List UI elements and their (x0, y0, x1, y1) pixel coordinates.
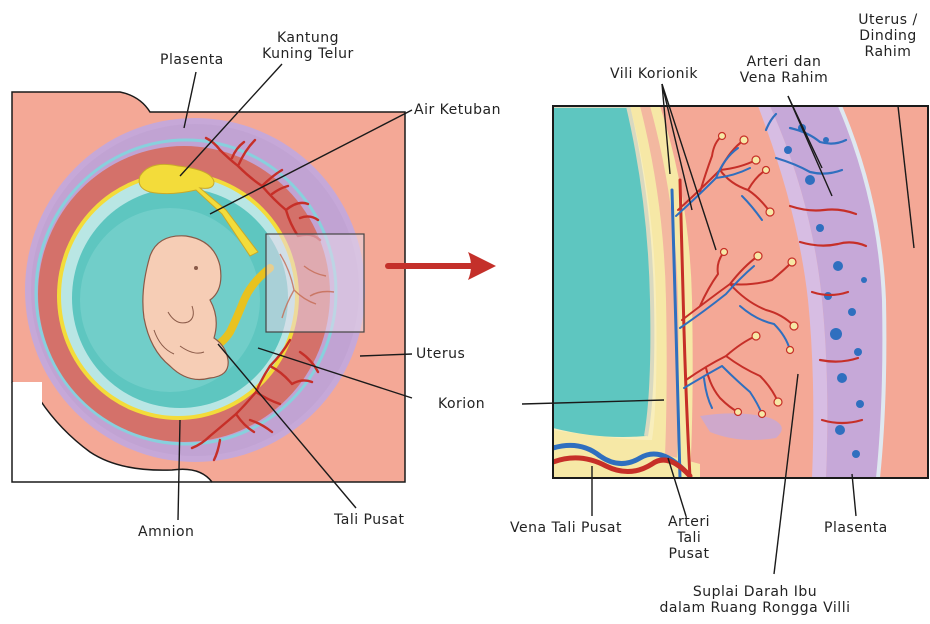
zoom-region (266, 234, 364, 332)
label-vena-tali-pusat: Vena Tali Pusat (510, 520, 622, 536)
label-korion: Korion (438, 396, 485, 412)
label-arteri-dan-vena-rahim: Arteri dan Vena Rahim (732, 54, 836, 86)
label-uterus: Uterus (416, 346, 465, 362)
label-vili-korionik: Vili Korionik (610, 66, 698, 82)
label-plasenta-left: Plasenta (160, 52, 224, 68)
label-suplai-darah-ibu: Suplai Darah Ibu dalam Ruang Rongga Vill… (640, 584, 870, 616)
label-kantung-kuning-telur: Kantung Kuning Telur (250, 30, 366, 62)
label-uterus-dinding-rahim: Uterus / Dinding Rahim (852, 12, 924, 60)
label-plasenta-right: Plasenta (824, 520, 888, 536)
label-amnion: Amnion (138, 524, 194, 540)
label-arteri-tali-pusat: Arteri Tali Pusat (660, 514, 718, 562)
label-tali-pusat: Tali Pusat (334, 512, 404, 528)
right-panel-placenta-detail (553, 106, 928, 478)
left-panel-uterus-cross-section (12, 92, 405, 482)
label-air-ketuban: Air Ketuban (414, 102, 501, 118)
